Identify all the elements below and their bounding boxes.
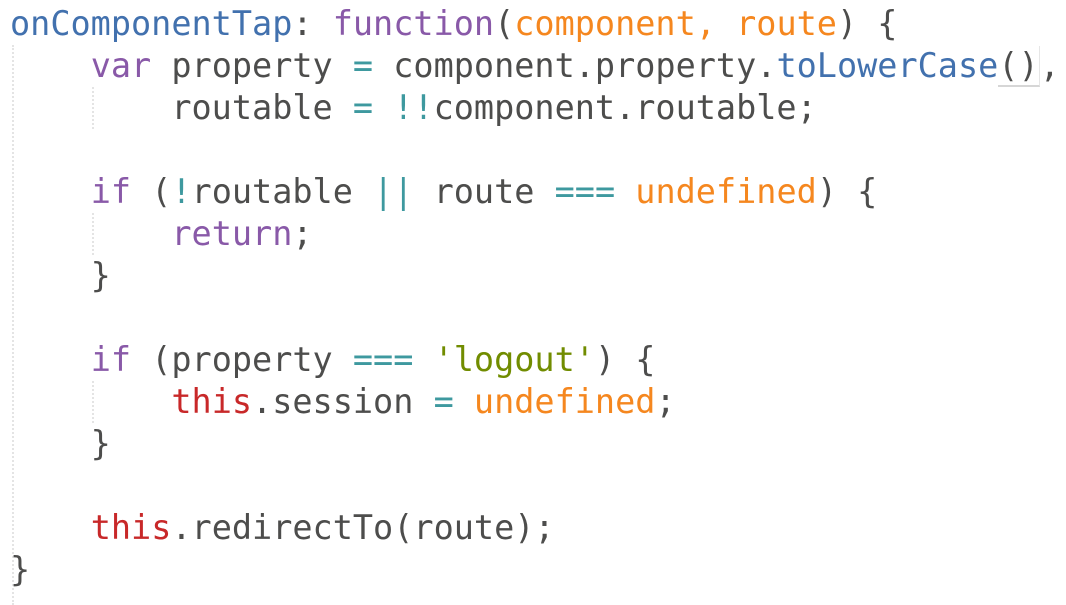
code-token: : bbox=[292, 4, 333, 43]
code-line: routable = !!component.routable; bbox=[10, 87, 1060, 129]
code-line bbox=[10, 297, 1060, 339]
code-line: if (property === 'logout') { bbox=[10, 339, 1060, 381]
code-line: } bbox=[10, 549, 1060, 591]
code-token: component.property. bbox=[373, 46, 777, 85]
code-line: this.session = undefined; bbox=[10, 381, 1060, 423]
code-token: .session bbox=[252, 382, 434, 421]
code-token: routable bbox=[191, 172, 374, 211]
code-line: } bbox=[10, 255, 1060, 297]
code-line: } bbox=[10, 423, 1060, 465]
code-token: return bbox=[171, 214, 293, 253]
code-token: function bbox=[332, 4, 495, 43]
code-editor[interactable]: onComponentTap: function(component, rout… bbox=[10, 3, 1060, 605]
code-token: component.routable; bbox=[433, 88, 817, 127]
code-token: (property bbox=[131, 340, 353, 379]
code-token bbox=[10, 46, 91, 85]
code-token: this bbox=[90, 508, 172, 547]
code-token: ( bbox=[131, 172, 172, 211]
code-token: onComponentTap bbox=[10, 4, 293, 43]
code-line: if (!routable || route === undefined) { bbox=[10, 171, 1060, 213]
code-token: ( bbox=[494, 4, 515, 43]
code-token bbox=[413, 340, 433, 379]
code-token: ! bbox=[171, 172, 192, 211]
matched-brackets: () bbox=[998, 46, 1040, 87]
code-line: return; bbox=[10, 213, 1060, 255]
indent-guide bbox=[92, 87, 94, 129]
code-token: } bbox=[10, 424, 111, 463]
code-token bbox=[10, 382, 171, 421]
code-token: } bbox=[10, 256, 111, 295]
code-token bbox=[10, 214, 171, 253]
code-line bbox=[10, 465, 1060, 507]
code-token: undefined bbox=[473, 382, 656, 421]
code-token: , bbox=[1039, 46, 1060, 85]
indent-guide bbox=[12, 45, 14, 605]
code-token: route bbox=[413, 172, 555, 211]
code-token: ) { bbox=[836, 4, 898, 43]
code-line: var property = component.property.toLowe… bbox=[10, 45, 1060, 87]
code-line bbox=[10, 129, 1060, 171]
code-token bbox=[615, 172, 635, 211]
code-token: undefined bbox=[635, 172, 817, 211]
code-token: = bbox=[433, 382, 454, 421]
code-token: ; bbox=[292, 214, 313, 253]
code-token: = bbox=[352, 46, 374, 85]
code-token: 'logout' bbox=[433, 340, 595, 379]
code-token: toLowerCase bbox=[776, 46, 999, 85]
code-token: if bbox=[90, 340, 132, 379]
code-line: this.redirectTo(route); bbox=[10, 507, 1060, 549]
code-token: this bbox=[171, 382, 253, 421]
code-token: property bbox=[151, 46, 353, 85]
code-token: === bbox=[352, 340, 414, 379]
code-token: var bbox=[90, 46, 152, 85]
code-token bbox=[10, 508, 91, 547]
code-token bbox=[373, 88, 393, 127]
code-token: if bbox=[90, 172, 132, 211]
code-token bbox=[454, 382, 474, 421]
code-token bbox=[10, 172, 91, 211]
code-token: ; bbox=[655, 382, 676, 421]
code-token: === bbox=[554, 172, 616, 211]
code-token: !! bbox=[393, 88, 434, 127]
code-token: ) { bbox=[594, 340, 656, 379]
code-token: || bbox=[373, 172, 414, 211]
code-token bbox=[10, 340, 91, 379]
indent-guide bbox=[92, 381, 94, 423]
code-token: ) { bbox=[816, 172, 878, 211]
indent-guide bbox=[92, 213, 94, 255]
code-line: onComponentTap: function(component, rout… bbox=[10, 3, 1060, 45]
code-token: component, route bbox=[514, 4, 837, 43]
code-token: = bbox=[352, 88, 374, 127]
code-token: } bbox=[10, 550, 31, 589]
code-token: routable bbox=[10, 88, 353, 127]
code-token: .redirectTo(route); bbox=[171, 508, 555, 547]
